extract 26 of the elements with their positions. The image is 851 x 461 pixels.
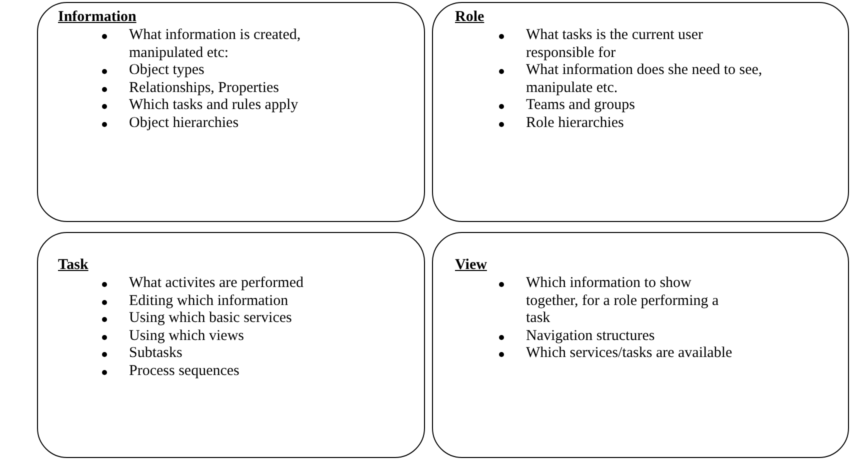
bullet-item: Editing which information — [102, 292, 389, 310]
card-heading: View — [455, 257, 487, 274]
bullet-item: Which tasks and rules apply — [102, 97, 344, 114]
bullet-item: Role hierarchies — [499, 114, 771, 132]
rounded-card — [37, 2, 425, 222]
bullet-item: What information is created, manipulated etc: — [102, 27, 344, 62]
bullet-item: Using which views — [102, 328, 389, 345]
bullet-item: Which services/tasks are available — [499, 345, 741, 362]
bullet-item: Relationships, Properties — [102, 80, 344, 97]
rounded-card — [37, 232, 425, 458]
card-heading: Task — [58, 257, 88, 274]
bullet-item: Object types — [102, 62, 344, 80]
bullet-item: Process sequences — [102, 362, 389, 380]
bullet-item: What tasks is the current user responsible for — [499, 27, 771, 62]
bullet-item: Navigation structures — [499, 328, 741, 345]
bullet-item: Using which basic services — [102, 310, 389, 328]
bullet-item: Teams and groups — [499, 97, 771, 114]
bullet-item: Which information to show together, for a role performing a task — [499, 275, 741, 328]
bullet-item: Object hierarchies — [102, 114, 344, 132]
bullet-item: Subtasks — [102, 345, 389, 362]
bullet-item: What information does she need to see, manipulate etc. — [499, 62, 771, 97]
card-heading: Information — [58, 9, 136, 26]
rounded-card — [432, 2, 849, 222]
rounded-card — [432, 232, 849, 458]
card-heading: Role — [455, 9, 484, 26]
bullet-item: What activites are performed — [102, 275, 389, 292]
